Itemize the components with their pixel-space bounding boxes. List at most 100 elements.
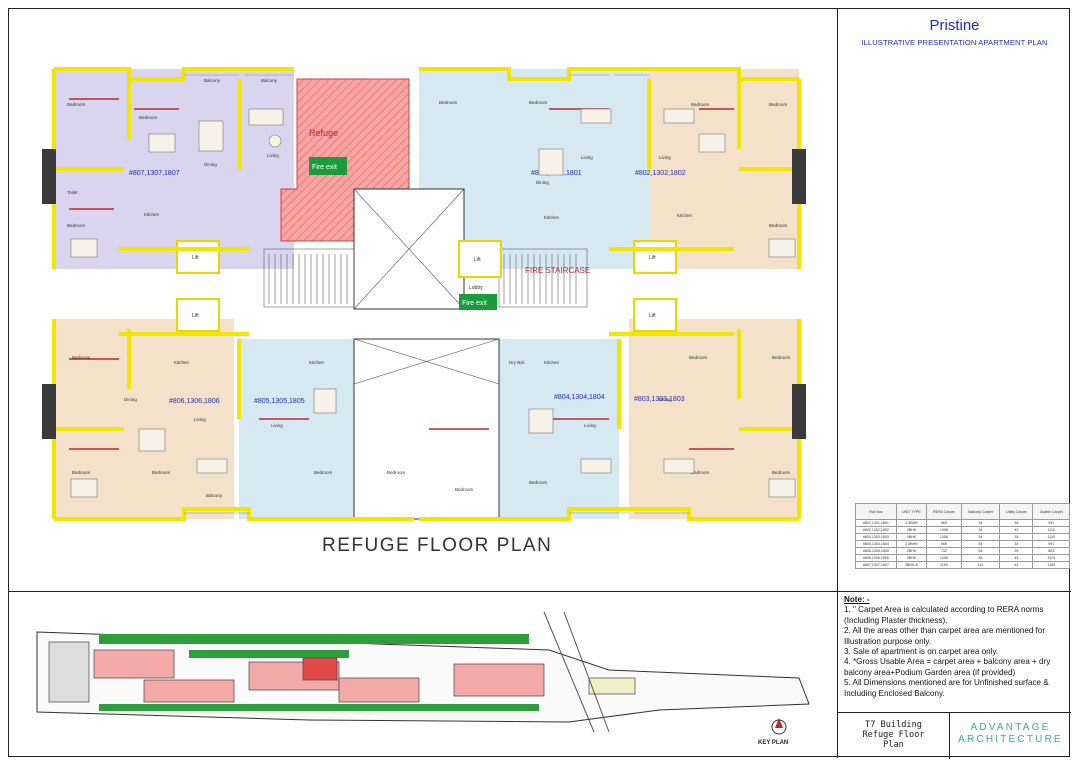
firm-name-line: ADVANTAGE <box>970 722 1051 733</box>
room-label: Bedroom <box>387 470 406 475</box>
area-table-row: #806,1306,1806 3BHK 1058 54 43 1110 <box>855 554 1070 562</box>
green-strip <box>189 650 349 658</box>
room-label: Dry Bal. <box>509 360 525 365</box>
area-table-header: UNIT TYPE <box>895 503 928 520</box>
area-table-cell: 2.5BHK <box>895 519 928 527</box>
area-table-header: Usable Carpet <box>1032 503 1070 520</box>
area-table-row: #807,1307,1807 3BHK-A 1150 111 43 1180 <box>855 561 1070 569</box>
unit-label-805: #805,1305,1805 <box>254 398 305 405</box>
room-label: Kitchen <box>144 212 160 217</box>
room-label: Kitchen <box>174 360 190 365</box>
lift-box <box>176 240 220 274</box>
room-label: Balcony <box>261 78 278 83</box>
area-table-header: RERA Carpet <box>926 503 962 520</box>
room-label: Living <box>271 423 283 428</box>
room-label: Bedroom <box>72 470 91 475</box>
room-label: Living <box>584 423 596 428</box>
furniture <box>70 108 796 498</box>
room-label: Living <box>194 417 206 422</box>
area-table-cell: 1058 <box>926 526 962 534</box>
note-item: 2. All the areas other than carpet area … <box>844 626 1046 646</box>
area-table-row: #805,1305,1805 2BHK 732 54 25 803 <box>855 547 1070 555</box>
area-table-cell: #805,1305,1805 <box>855 547 897 555</box>
area-table-cell: 34 <box>999 519 1034 527</box>
area-table-header: Balcony Carpet <box>960 503 1001 520</box>
side-panel: Pristine ILLUSTRATIVE PRESENTATION APART… <box>838 9 1071 592</box>
building-title: T7 Building Refuge Floor Plan <box>838 713 950 759</box>
area-table-header: Flat Nos <box>855 503 897 520</box>
firm-name-line: ARCHITECTURE <box>958 734 1063 745</box>
room-label: Dining <box>124 397 137 402</box>
area-table-cell: 2.5BHK <box>895 540 928 548</box>
room-label: Bedroom <box>769 102 788 107</box>
room-label: Toilet <box>67 190 78 195</box>
fire-exit-sign <box>459 294 497 310</box>
note-item: 4. *Gross Usable Area = carpet area + ba… <box>844 657 1051 677</box>
area-table-cell: #806,1306,1806 <box>855 554 897 562</box>
notes-block: Note: - 1. " Carpet Area is calculated a… <box>838 592 1071 712</box>
unit-label-804: #804,1304,1804 <box>554 394 605 401</box>
area-table-cell: 43 <box>999 554 1034 562</box>
fire-exit-sign <box>309 157 347 175</box>
area-table-cell: 54 <box>960 547 1001 555</box>
green-strip <box>99 634 529 644</box>
area-table-cell: 43 <box>999 526 1034 534</box>
room-label: Living <box>659 155 671 160</box>
area-table-cell: 3BHK-A <box>895 561 928 569</box>
area-table-cell: 1058 <box>926 554 962 562</box>
area-table-cell: 35 <box>999 533 1034 541</box>
room-label: Dining <box>659 397 672 402</box>
room-label: Kitchen <box>544 215 560 220</box>
refuge-label: Refuge <box>309 128 338 138</box>
area-table-cell: 34 <box>999 540 1034 548</box>
room-label: Living <box>581 155 593 160</box>
area-table-cell: 1110 <box>1032 533 1070 541</box>
unit-label-802: #802,1302,1802 <box>635 170 686 177</box>
room-label: Bedroom <box>314 470 333 475</box>
site-buildings <box>48 641 636 703</box>
site-road <box>563 611 610 733</box>
key-plan-label: KEY PLAN <box>758 740 789 746</box>
lift-box <box>176 298 220 332</box>
area-table-cell: 3BHK <box>895 526 928 534</box>
note-item: 3. Sale of apartment is on carpet area o… <box>844 647 999 657</box>
area-table-cell: 732 <box>926 547 962 555</box>
area-table: Flat Nos UNIT TYPE RERA Carpet Balcony C… <box>855 503 1070 569</box>
area-table-row: #803,1303,1803 3BHK 1058 54 35 1110 <box>855 533 1070 541</box>
plan-title: REFUGE FLOOR PLAN <box>322 535 553 556</box>
building-title-line: Refuge Floor <box>862 730 925 740</box>
area-table-cell: 969 <box>926 540 962 548</box>
drawing-subtitle: ILLUSTRATIVE PRESENTATION APARTMENT PLAN <box>861 38 1048 47</box>
room-label: Kitchen <box>677 213 693 218</box>
unit-label-806: #806,1306,1806 <box>169 398 220 405</box>
site-road <box>543 611 595 733</box>
balcony-railings <box>184 74 689 514</box>
fire-exit-text: Fire exit <box>462 300 487 307</box>
area-table-cell: 1110 <box>1032 526 1070 534</box>
room-label: Bedroom <box>772 355 791 360</box>
area-table-cell: 43 <box>999 561 1034 569</box>
area-table-cell: 803 <box>1032 547 1070 555</box>
area-table-cell: #807,1307,1807 <box>855 561 897 569</box>
floor-plan-area: Fire exit Fire exit Refuge FIRE STAIRCAS… <box>9 9 838 592</box>
note-item: 5. All Dimensions mentioned are for Unfi… <box>844 678 1049 698</box>
area-table-cell: 991 <box>1032 519 1070 527</box>
lift-box <box>458 240 502 278</box>
room-label: Kitchen <box>309 360 325 365</box>
area-table-header-row: Flat Nos UNIT TYPE RERA Carpet Balcony C… <box>855 503 1070 520</box>
area-table-cell: 3BHK <box>895 554 928 562</box>
room-label: Kitchen <box>544 360 560 365</box>
room-label: Bedroom <box>529 480 548 485</box>
key-plan-drawing <box>36 611 810 735</box>
area-table-cell: #802,1302,1802 <box>855 526 897 534</box>
area-table-cell: 54 <box>960 519 1001 527</box>
area-table-cell: 1150 <box>926 561 962 569</box>
lift-box <box>633 298 677 332</box>
lift-label: Lift <box>649 255 656 261</box>
area-table-cell: #803,1303,1803 <box>855 533 897 541</box>
lobby-label: Lobby <box>469 285 483 291</box>
area-table-cell: 1180 <box>1032 561 1070 569</box>
room-label: Living <box>267 153 279 158</box>
fire-exit-text: Fire exit <box>312 164 337 171</box>
room-label: Bedroom <box>769 223 788 228</box>
